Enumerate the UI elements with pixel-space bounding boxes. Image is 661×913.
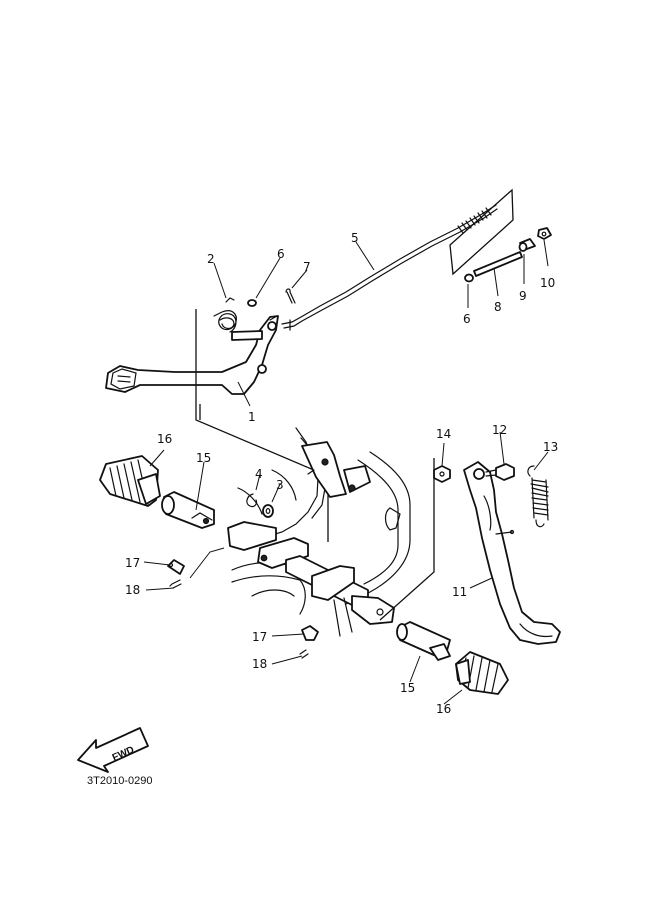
footrest-rubber-right bbox=[455, 651, 509, 695]
footrest-rubber-left bbox=[99, 455, 161, 507]
callout-12: 12 bbox=[492, 423, 507, 437]
spring-hook bbox=[495, 529, 515, 535]
leader-lines bbox=[143, 239, 549, 705]
callout-17-left: 17 bbox=[125, 556, 140, 570]
callout-11: 11 bbox=[452, 585, 467, 599]
callout-15-left: 15 bbox=[196, 451, 211, 465]
rod-detail-frame bbox=[449, 188, 514, 276]
callout-8: 8 bbox=[494, 300, 502, 314]
callout-6-right: 6 bbox=[463, 312, 471, 326]
washer-right bbox=[464, 273, 474, 283]
brake-rod-pin bbox=[473, 251, 523, 277]
callout-5: 5 bbox=[351, 231, 359, 245]
circlip bbox=[246, 493, 258, 508]
footrest-bar bbox=[227, 521, 395, 637]
callout-7: 7 bbox=[303, 260, 311, 274]
callout-4: 4 bbox=[255, 467, 263, 481]
callout-1: 1 bbox=[248, 410, 256, 424]
callout-18-left: 18 bbox=[125, 583, 140, 597]
cotter-pin-left bbox=[169, 579, 182, 589]
pin-right bbox=[301, 625, 319, 641]
pin-left bbox=[167, 559, 185, 575]
callout-labels: 1 2 3 4 5 6 6 7 8 9 10 11 12 13 14 15 15… bbox=[125, 231, 558, 716]
diagram-code: 3T2010-0290 bbox=[87, 775, 152, 787]
stand-nut bbox=[433, 465, 451, 483]
callout-15-right: 15 bbox=[400, 681, 415, 695]
brake-pedal bbox=[105, 315, 279, 395]
pedal-bracket-frame bbox=[195, 309, 329, 542]
callout-16-left: 16 bbox=[157, 432, 172, 446]
rod-joint bbox=[518, 238, 536, 252]
adjusting-nut bbox=[537, 227, 552, 240]
side-stand bbox=[463, 461, 561, 645]
callout-3: 3 bbox=[276, 478, 284, 492]
fwd-arrow-icon: FWD bbox=[77, 727, 149, 773]
callout-9: 9 bbox=[519, 289, 527, 303]
callout-16-right: 16 bbox=[436, 702, 451, 716]
stand-bolt bbox=[485, 463, 515, 481]
callout-2: 2 bbox=[207, 252, 215, 266]
callout-10: 10 bbox=[540, 276, 555, 290]
callout-17-right: 17 bbox=[252, 630, 267, 644]
cotter-pin-top bbox=[285, 288, 296, 304]
footrest-right bbox=[396, 621, 451, 661]
plain-washer bbox=[262, 504, 274, 518]
return-spring bbox=[213, 297, 237, 333]
callout-13: 13 bbox=[543, 440, 558, 454]
frame-section bbox=[231, 427, 411, 615]
footrest-left bbox=[161, 491, 215, 529]
washer-top bbox=[247, 299, 257, 307]
callout-18-right: 18 bbox=[252, 657, 267, 671]
stand-link-line bbox=[379, 458, 435, 621]
stand-spring bbox=[527, 465, 549, 528]
cotter-pin-right bbox=[299, 649, 309, 659]
callout-6-top: 6 bbox=[277, 247, 285, 261]
callout-14: 14 bbox=[436, 427, 451, 441]
